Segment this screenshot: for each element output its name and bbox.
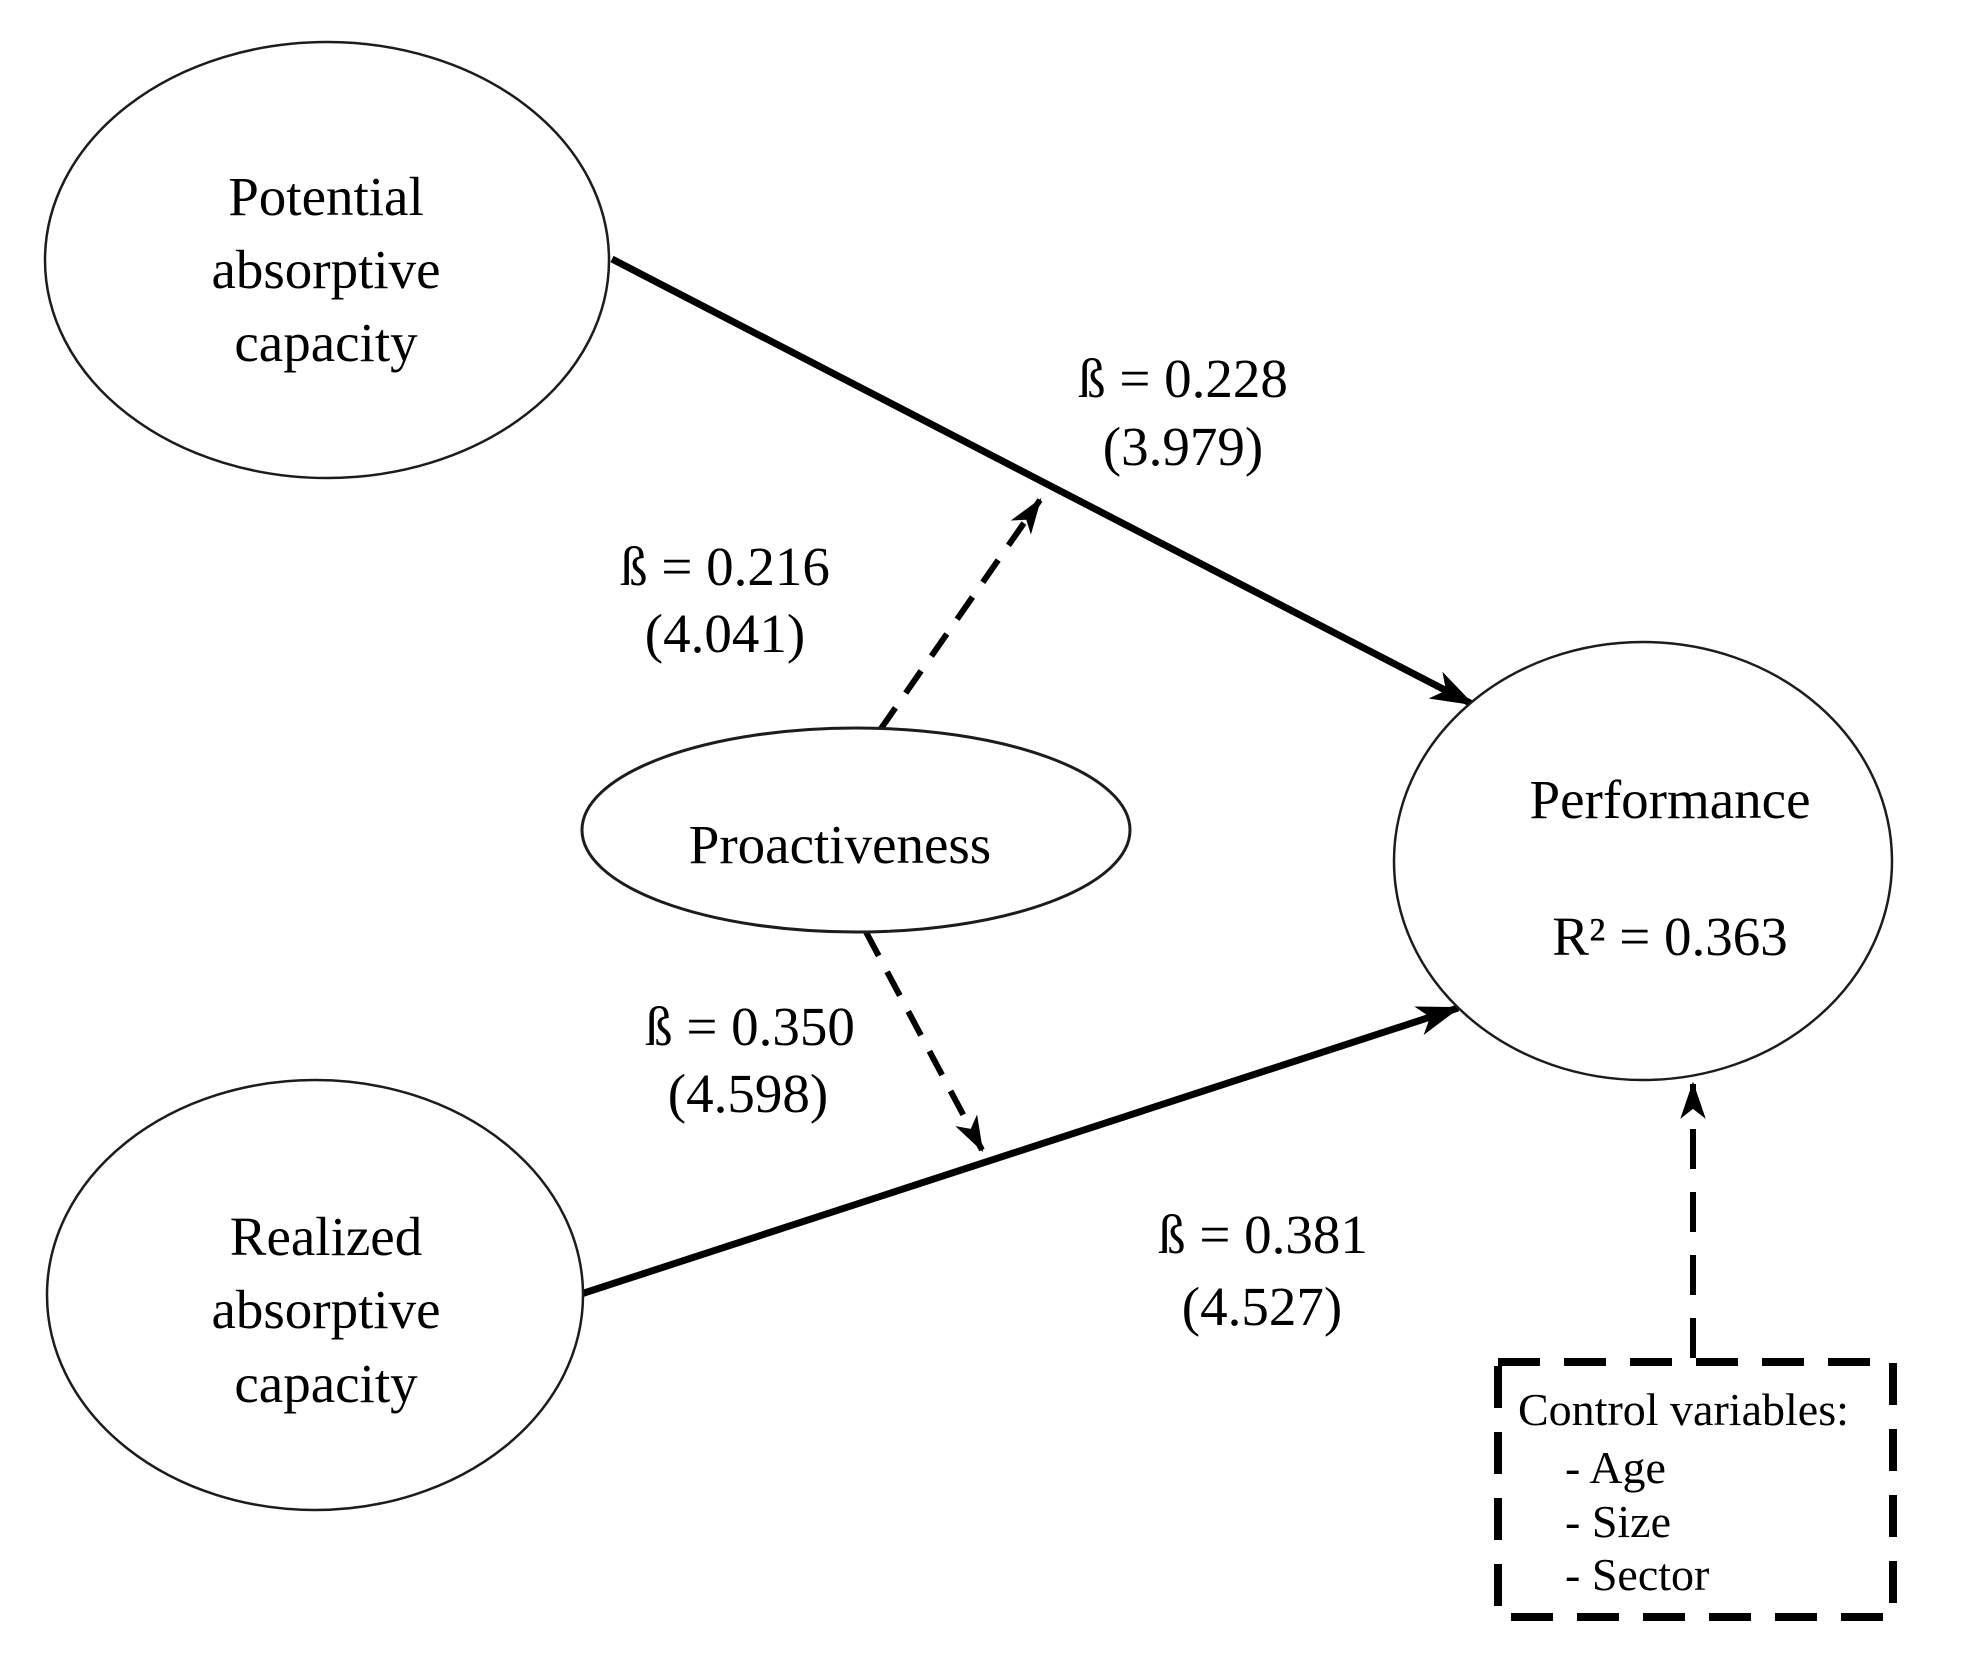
tvalue-lower-right: (4.527) xyxy=(1182,1276,1342,1337)
control-variables-box xyxy=(1494,1358,1897,1621)
control-variable-size: - Size xyxy=(1565,1496,1671,1547)
label-proactiveness: Proactiveness xyxy=(689,814,991,875)
label-potential-absorptive-capacity: Potential absorptive capacity xyxy=(211,166,440,373)
ellipse-performance xyxy=(1392,640,1894,1082)
potential-line-1: Potential xyxy=(228,166,424,227)
tvalue-upper-right: (3.979) xyxy=(1103,416,1263,477)
coef-moderation-lower: ß = 0.350 (4.598) xyxy=(645,996,855,1124)
beta-mid-left: ß = 0.216 xyxy=(620,536,830,597)
beta-upper-right: ß = 0.228 xyxy=(1078,348,1288,409)
potential-line-2: absorptive xyxy=(211,239,440,300)
arrow-moderation-upper xyxy=(877,498,1043,732)
performance-r-squared: R² = 0.363 xyxy=(1552,906,1787,967)
realized-line-2: absorptive xyxy=(211,1279,440,1340)
label-performance: Performance R² = 0.363 xyxy=(1530,769,1811,967)
ellipse-proactiveness xyxy=(580,726,1132,934)
label-realized-absorptive-capacity: Realized absorptive capacity xyxy=(211,1206,440,1414)
coef-moderation-upper: ß = 0.216 (4.041) xyxy=(620,536,830,664)
control-variables-content: Control variables: - Age - Size - Sector xyxy=(1518,1384,1849,1600)
beta-lower-left: ß = 0.350 xyxy=(645,996,855,1057)
potential-line-3: capacity xyxy=(234,312,418,373)
control-variables-title: Control variables: xyxy=(1518,1384,1849,1435)
ellipse-potential-absorptive-capacity xyxy=(43,40,611,480)
coef-realized-to-performance: ß = 0.381 (4.527) xyxy=(1158,1204,1368,1337)
ellipse-realized-absorptive-capacity xyxy=(45,1078,585,1512)
arrow-potential-to-performance xyxy=(610,255,1475,708)
control-variable-age: - Age xyxy=(1565,1442,1666,1493)
realized-line-1: Realized xyxy=(230,1206,422,1267)
coef-potential-to-performance: ß = 0.228 (3.979) xyxy=(1078,348,1288,477)
beta-lower-right: ß = 0.381 xyxy=(1158,1204,1368,1265)
arrow-realized-to-performance xyxy=(576,1004,1461,1299)
performance-title: Performance xyxy=(1530,769,1811,830)
arrow-moderation-lower xyxy=(863,930,985,1153)
tvalue-lower-left: (4.598) xyxy=(668,1063,828,1124)
tvalue-mid-left: (4.041) xyxy=(645,603,805,664)
realized-line-3: capacity xyxy=(234,1353,418,1414)
control-variable-sector: - Sector xyxy=(1565,1549,1709,1600)
